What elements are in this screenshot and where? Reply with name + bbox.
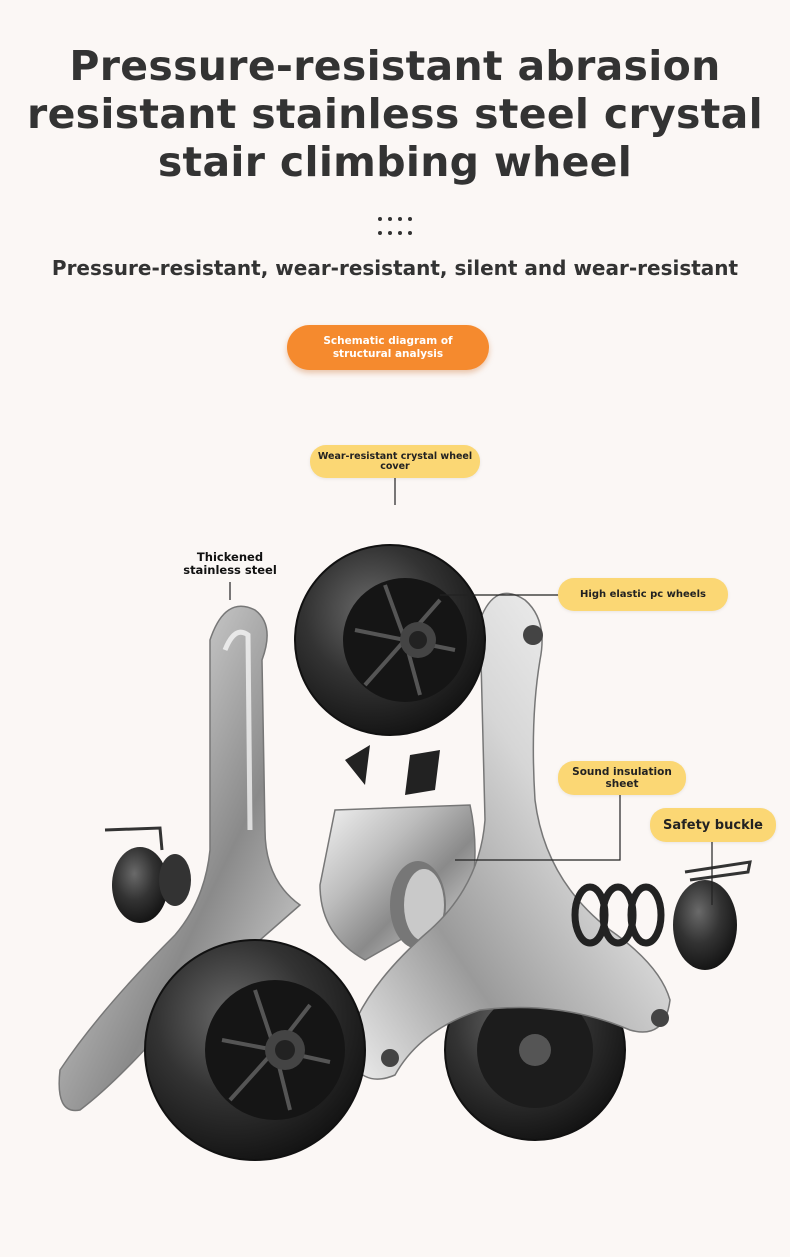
dot-divider: [376, 214, 414, 238]
top-wheel: [294, 544, 486, 795]
leader-lines: [229, 478, 713, 905]
callout-safety-buckle: Safety buckle: [650, 808, 776, 842]
front-left-wheel: [144, 939, 366, 1161]
callout-sound-sheet: Sound insulation sheet: [558, 761, 686, 795]
right-steel-arm: [344, 592, 671, 1080]
center-hub: [319, 804, 476, 961]
callout-wheel-cover-label: Wear-resistant crystal wheel cover: [317, 450, 473, 472]
callout-wheel-cover: Wear-resistant crystal wheel cover: [310, 445, 480, 478]
left-steel-arm: [58, 605, 302, 1112]
title-line-1: Pressure-resistant abrasion: [69, 42, 721, 90]
page-title: Pressure-resistant abrasion resistant st…: [0, 42, 790, 186]
callout-sound-sheet-label: Sound insulation sheet: [572, 766, 672, 790]
callout-pc-wheels: High elastic pc wheels: [558, 578, 728, 611]
left-buckle: [104, 826, 191, 923]
callout-safety-buckle-label: Safety buckle: [662, 817, 763, 833]
stair-wheel-illustration: [58, 478, 752, 1161]
callout-pc-wheels-label: High elastic pc wheels: [580, 589, 706, 600]
schematic-badge: Schematic diagram of structural analysis: [287, 325, 489, 370]
label-stainless-steel: Thickened stainless steel: [183, 550, 277, 577]
title-line-3: stair climbing wheel: [157, 138, 633, 186]
title-line-2: resistant stainless steel crystal: [27, 90, 763, 138]
subtitle: Pressure-resistant, wear-resistant, sile…: [51, 256, 739, 280]
right-buckle: [673, 860, 752, 970]
schematic-badge-label: Schematic diagram of structural analysis: [323, 334, 453, 360]
springs: [571, 883, 665, 947]
